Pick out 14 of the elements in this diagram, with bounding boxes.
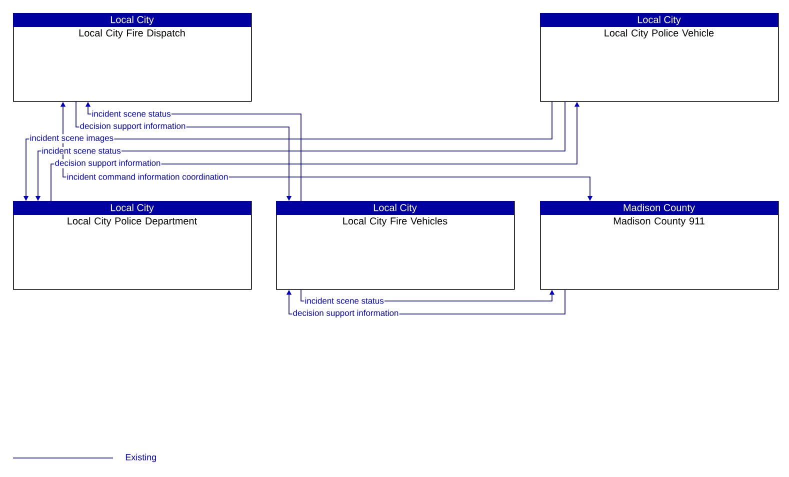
system-box: Local City Local City Police Vehicle: [540, 13, 779, 102]
edge-label: incident scene images: [29, 134, 114, 144]
system-box: Local City Local City Police Department: [13, 200, 252, 290]
system-box: Madison County Madison County 911: [540, 200, 779, 290]
system-box: Local City Local City Fire Dispatch: [13, 13, 252, 102]
edge-label: decision support information: [292, 309, 400, 318]
edge-label: decision support information: [79, 122, 186, 132]
edge-label: incident command information coordination: [66, 172, 229, 180]
edge-label: decision support information: [54, 159, 162, 168]
edge-label: incident scene status: [41, 146, 122, 154]
system-box: Local City Local City Fire Vehicles: [276, 200, 515, 290]
edge-label: incident scene status: [304, 296, 384, 304]
legend-label: Existing: [126, 454, 156, 462]
edge-label: incident scene status: [91, 110, 172, 118]
